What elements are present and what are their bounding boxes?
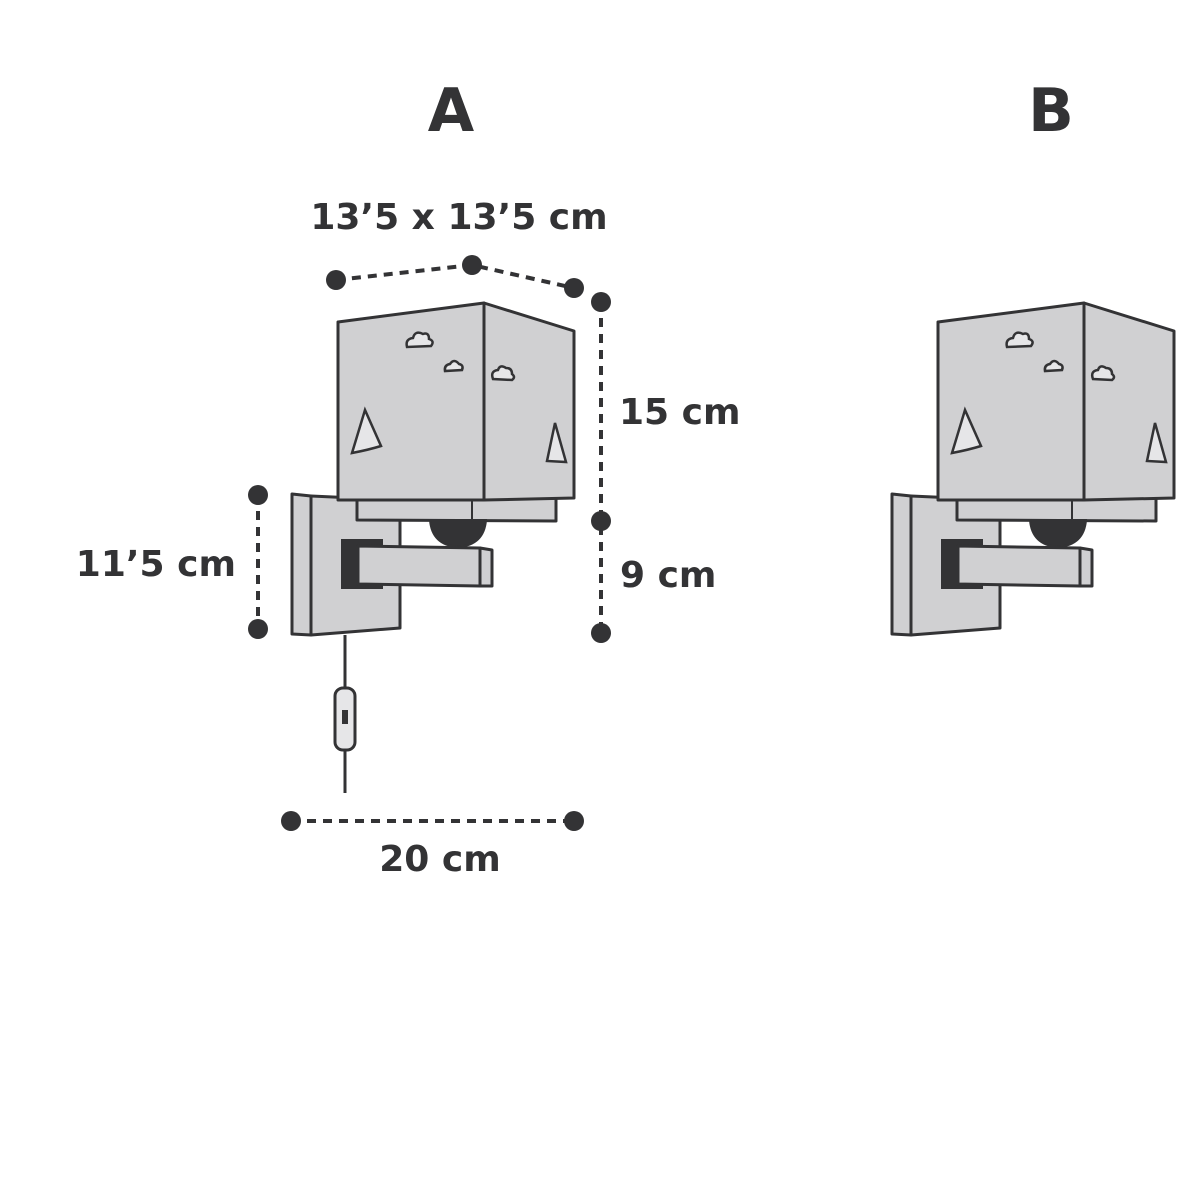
wall-plate-height-label: 11’5 cm	[76, 544, 236, 585]
shade-height-label: 15 cm	[619, 392, 740, 433]
variant-label-b: B	[1028, 76, 1074, 146]
shade-size-label: 13’5 x 13’5 cm	[310, 197, 607, 238]
dimension-wall-plate	[248, 485, 268, 639]
lamp-a-drawing	[290, 301, 576, 793]
lamp-b-drawing	[890, 301, 1176, 637]
dimension-vertical-right	[591, 292, 611, 643]
arm-height-label: 9 cm	[620, 555, 716, 596]
dimension-depth	[281, 811, 584, 831]
variant-label-a: A	[428, 76, 475, 146]
total-depth-label: 20 cm	[379, 839, 500, 880]
dimension-shade-size	[326, 255, 584, 298]
